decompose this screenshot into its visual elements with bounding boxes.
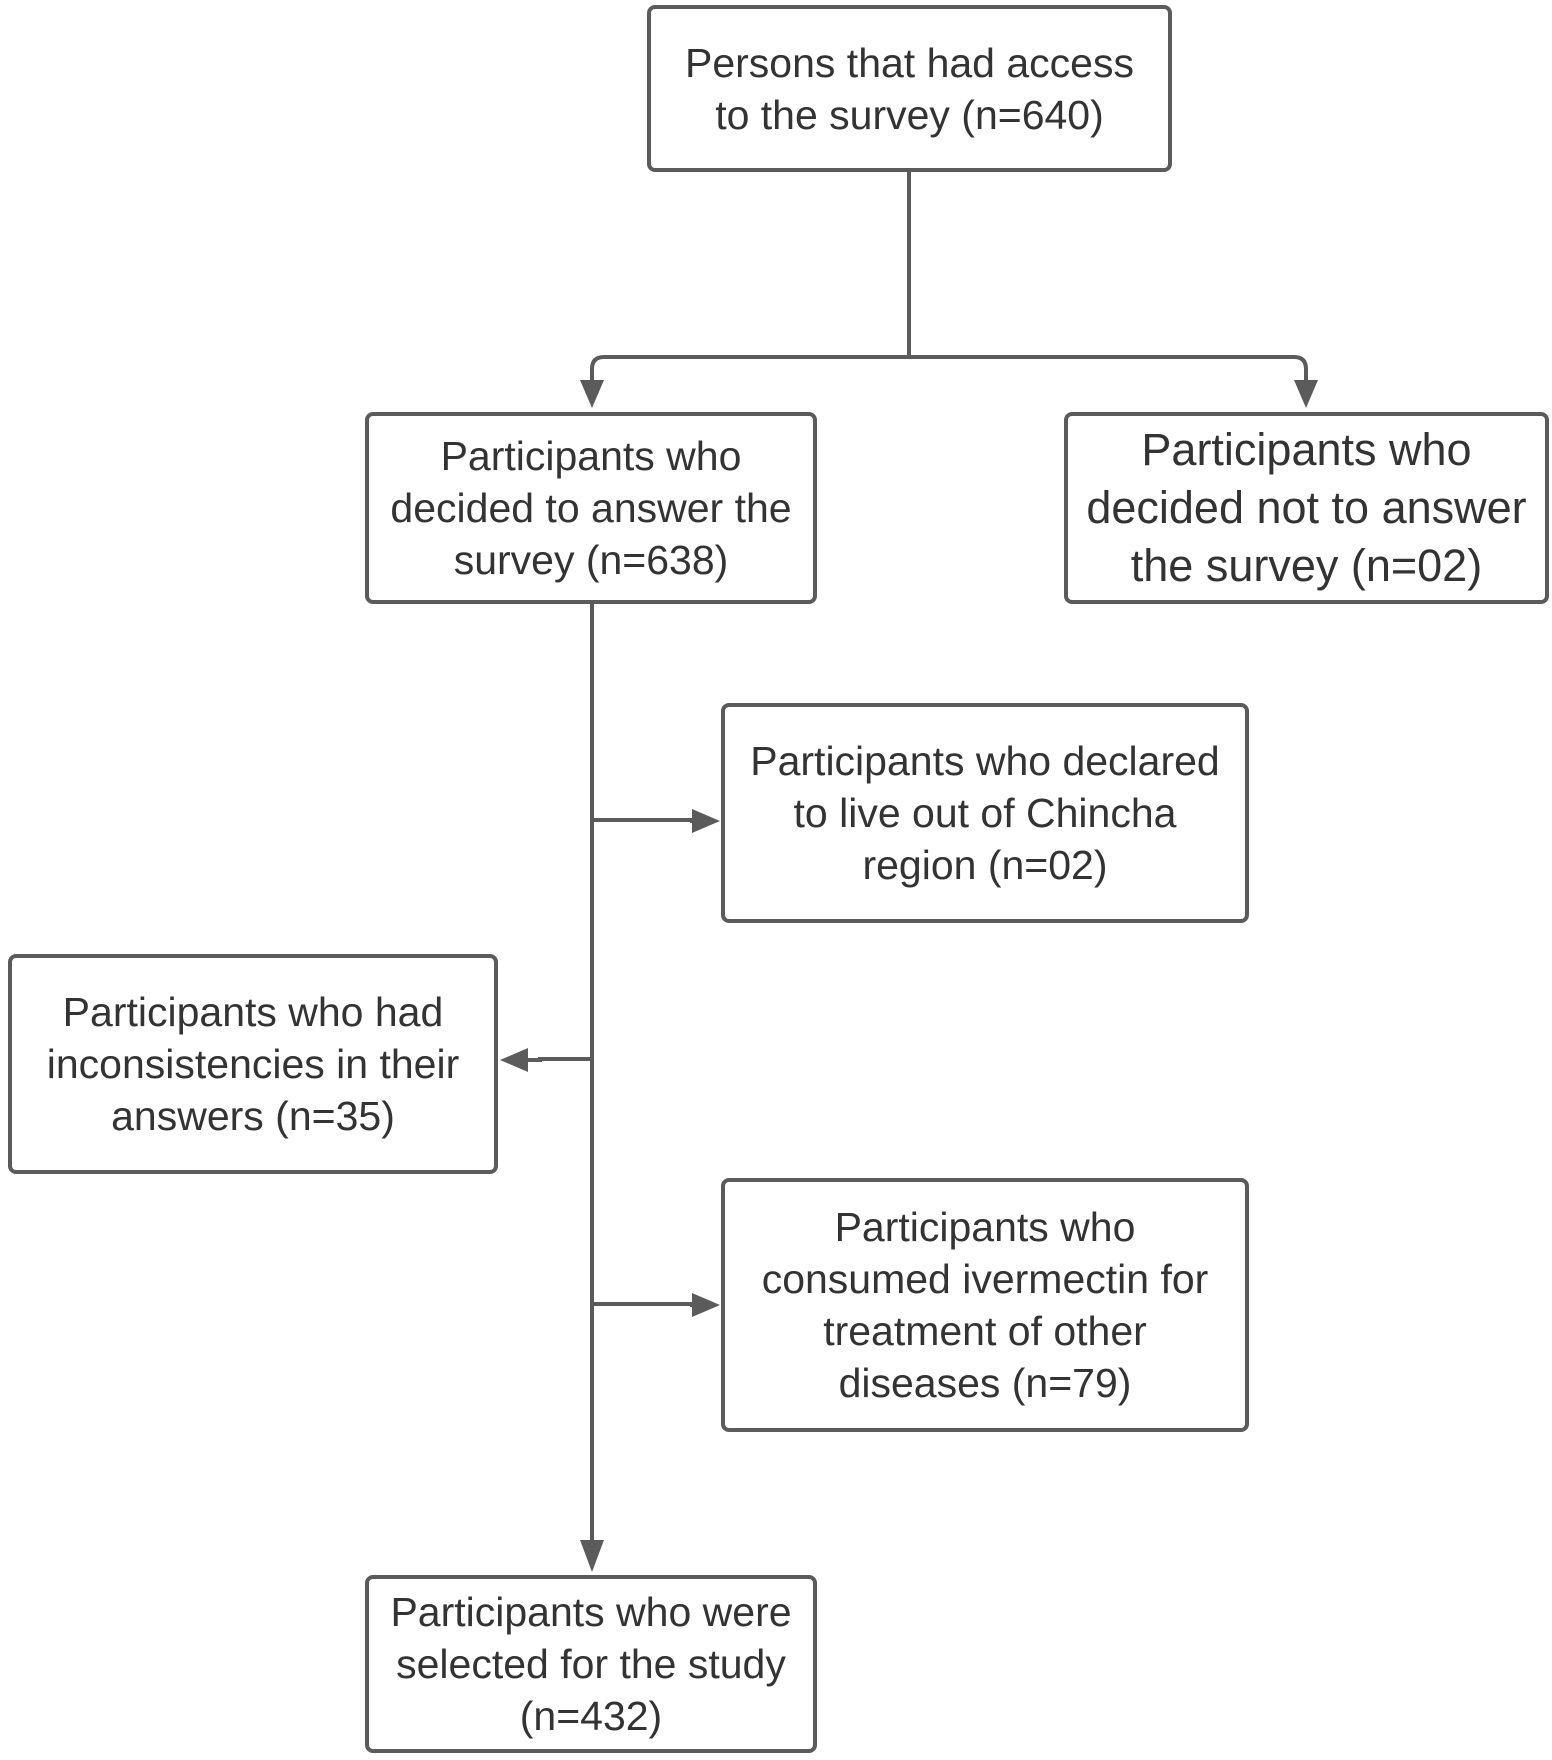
box-inconsistencies-text: Participants who had inconsistencies in … (46, 989, 460, 1139)
box-other-diseases-text: Participants who consumed ivermectin for… (761, 1204, 1209, 1406)
arrowhead-inconsistencies (500, 1048, 528, 1072)
box-access-text: Persons that had access to the survey (n… (685, 39, 1134, 138)
box-answered-text: Participants who decided to answer the s… (390, 433, 792, 583)
connector-branch-other-diseases (592, 1302, 700, 1307)
box-other-diseases: Participants who consumed ivermectin for… (721, 1178, 1249, 1432)
box-out-of-region-text: Participants who declared to live out of… (750, 738, 1220, 888)
box-selected-text: Participants who were selected for the s… (390, 1589, 792, 1739)
connector-split-answered (590, 355, 909, 380)
box-selected: Participants who were selected for the s… (365, 1575, 817, 1753)
box-out-of-region: Participants who declared to live out of… (721, 703, 1249, 923)
arrowhead-out-of-region (692, 809, 720, 833)
box-inconsistencies: Participants who had inconsistencies in … (8, 954, 498, 1174)
box-access: Persons that had access to the survey (n… (647, 5, 1172, 172)
arrowhead-other-diseases (692, 1293, 720, 1317)
connector-branch-out-of-region (592, 818, 700, 823)
box-not-answered: Participants who decided not to answer t… (1064, 412, 1549, 604)
connector-split-not-answered (909, 355, 1308, 380)
arrowhead-answered (580, 380, 604, 408)
box-not-answered-text: Participants who decided not to answer t… (1086, 424, 1527, 591)
arrowhead-not-answered (1294, 380, 1318, 408)
connector-branch-inconsistencies (520, 1057, 592, 1062)
box-answered: Participants who decided to answer the s… (365, 412, 817, 604)
arrowhead-selected (580, 1540, 604, 1572)
